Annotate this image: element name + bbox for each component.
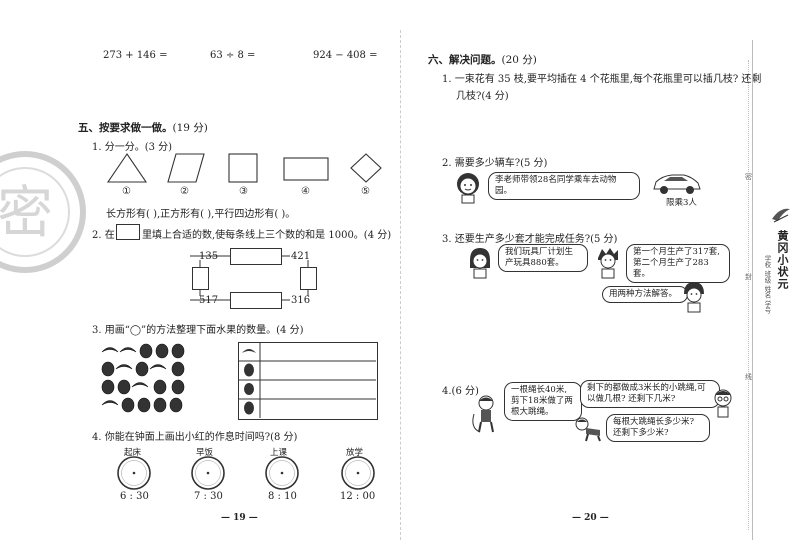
page-number-right: — 20 —: [572, 513, 609, 523]
apple-icon: [244, 383, 254, 395]
blank-box-icon: [116, 224, 140, 240]
section5-points: (19 分): [172, 122, 208, 134]
shape-label-1: ①: [122, 186, 131, 197]
s6-q3-bubble-b: 第一个月生产了317套,第二个月生产了283套。: [626, 244, 730, 283]
diagram-number-2: 421: [291, 251, 311, 262]
girl-avatar-icon: [457, 173, 479, 204]
answer-box-right[interactable]: [300, 267, 317, 290]
worker-avatar-icon: [470, 248, 490, 279]
clock-label-1: 起床: [124, 448, 142, 458]
clock-time-4: 12 : 00: [340, 491, 376, 502]
teacher-avatar-icon: [684, 282, 704, 313]
page-divider: [400, 30, 401, 540]
q2-text-a: 2. 在: [92, 230, 115, 241]
page-number-left: — 19 —: [221, 513, 258, 523]
section5-title: 五、按要求做一做。: [78, 122, 173, 134]
clock-label-3: 上课: [270, 448, 288, 458]
clock-icon-4: [341, 456, 375, 490]
q2-text-b: 里填上合适的数,使每条线上三个数的和是 1000。(4 分): [142, 230, 392, 241]
shape-label-2: ②: [180, 186, 189, 197]
q1-text: 1. 分一分。(3 分): [92, 142, 173, 153]
s6-q2-bubble: 李老师带领28名同学乘车去动物园。: [488, 172, 640, 200]
crawling-child-icon: [575, 417, 601, 442]
s6-q4-bubble-c: 每根大跳绳长多少米? 还剩下多少米?: [606, 414, 710, 442]
triangle-shape: [106, 153, 148, 183]
boy-avatar-icon: [598, 248, 618, 279]
answer-box-top[interactable]: [230, 248, 282, 265]
calc-item-1: 273 + 146 =: [103, 50, 168, 61]
s6-q4-text: 4.(6 分): [442, 386, 479, 397]
clock-icon-1: [117, 456, 151, 490]
car-icon: [653, 174, 701, 194]
section6-heading: 六、解决问题。(20 分): [428, 52, 537, 67]
strawberry-icon: [244, 401, 254, 415]
section5-heading: 五、按要求做一做。(19 分): [78, 120, 208, 135]
sidebar-fields: 学校 班级 姓名 学号: [763, 255, 771, 314]
clock-time-1: 6 : 30: [120, 491, 149, 502]
calc-item-2: 63 ÷ 8 =: [210, 50, 256, 61]
s6-q1-line2: 几枝?(4 分): [456, 91, 509, 102]
rectangle-shape: [283, 157, 329, 181]
tally-table-grid: [238, 342, 376, 418]
clock-faces: [117, 456, 375, 490]
q4-text: 4. 你能在钟面上画出小红的作息时间吗?(8 分): [92, 432, 298, 443]
s6-q4-bubble-a: 一根绳长40米,剪下18米做了两根大跳绳。: [504, 382, 582, 421]
shapes-group: [106, 153, 382, 183]
q1-answer-line: 长方形有( ),正方形有( ),平行四边形有( )。: [106, 209, 296, 220]
clock-time-2: 7 : 30: [194, 491, 223, 502]
s6-q3-text: 3. 还要生产多少套才能完成任务?(5 分): [442, 234, 618, 245]
car-caption: 限乘3人: [666, 198, 697, 208]
shape-label-5: ⑤: [361, 186, 370, 197]
diagram-number-4: 316: [291, 295, 311, 306]
s6-q3-bubble-a: 我们玩具厂计划生产玩具880套。: [498, 244, 588, 272]
shape-label-4: ④: [301, 186, 310, 197]
pear-icon: [244, 363, 254, 377]
section6-points: (20 分): [501, 54, 537, 66]
s6-q3-bubble-c: 用两种方法解答。: [602, 286, 688, 303]
square-shape: [228, 153, 258, 183]
clock-icon-2: [191, 456, 225, 490]
answer-box-left[interactable]: [192, 267, 209, 290]
answer-box-bottom[interactable]: [230, 292, 282, 309]
clock-label-4: 放学: [346, 448, 364, 458]
brand-logo-icon: [772, 208, 790, 223]
glasses-boy-icon: [714, 389, 732, 418]
s6-q4-bubble-b: 剩下的都做成3米长的小跳绳,可以做几根? 还剩下几米?: [580, 380, 720, 408]
seal-line: [748, 60, 749, 530]
diagram-number-3: 517: [199, 295, 219, 306]
q3-text: 3. 用画“◯”的方法整理下面水果的数量。(4 分): [92, 325, 304, 336]
diagram-number-1: 135: [199, 251, 219, 262]
s6-q1-line1: 1. 一束花有 35 枝,要平均插在 4 个花瓶里,每个花瓶里可以插几枝? 还剩: [442, 74, 762, 85]
clock-time-3: 8 : 10: [268, 491, 297, 502]
binding-sidebar: [752, 40, 800, 540]
rope-boy-icon: [472, 395, 494, 433]
stamp-text: 密: [0, 181, 53, 246]
tally-table: [238, 342, 378, 420]
banana-icon: [242, 349, 256, 353]
sidebar-brand: 黄冈小状元: [776, 230, 789, 290]
shape-label-3: ③: [239, 186, 248, 197]
clock-label-2: 早饭: [196, 448, 214, 458]
section6-title: 六、解决问题。: [428, 54, 502, 66]
parallelogram-shape: [167, 153, 205, 183]
rhombus-shape: [350, 153, 382, 183]
fruit-picture: [101, 343, 185, 413]
confidential-stamp-icon: 密: [0, 151, 86, 273]
calc-item-3: 924 − 408 =: [313, 50, 378, 61]
s6-q2-text: 2. 需要多少辆车?(5 分): [442, 158, 548, 169]
clock-icon-3: [265, 456, 299, 490]
